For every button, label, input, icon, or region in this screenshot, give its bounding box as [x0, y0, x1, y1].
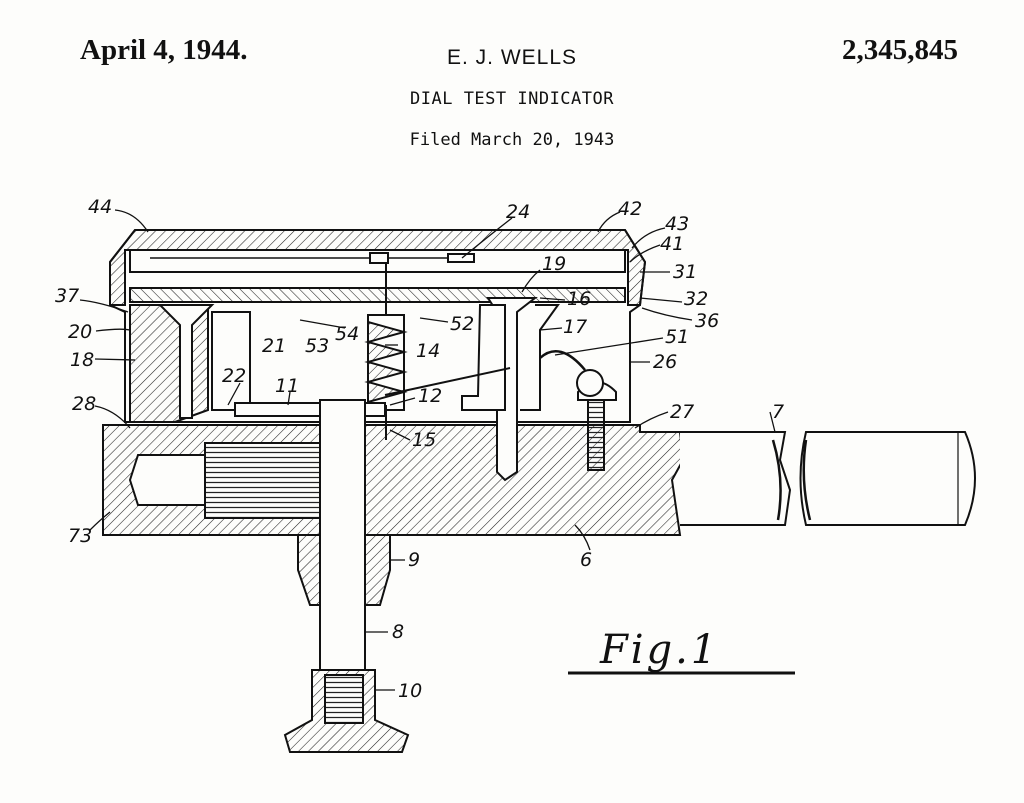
- post-17: [461, 304, 506, 411]
- bore-left: [128, 454, 206, 506]
- ref-8: 8: [392, 621, 404, 643]
- ref-10: 10: [398, 680, 422, 702]
- ref-9: 9: [408, 549, 420, 571]
- ref-16: 16: [567, 288, 591, 310]
- ref-53: 53: [305, 335, 329, 357]
- ref-42: 42: [618, 198, 642, 220]
- ref-6: 6: [580, 549, 592, 571]
- invention-title: DIAL TEST INDICATOR: [410, 89, 614, 109]
- spring-51: [539, 350, 586, 371]
- spring-loop: [576, 369, 604, 397]
- leader-lines: [79, 209, 776, 691]
- ref-19: 19: [542, 253, 566, 275]
- ref-12: 12: [418, 385, 442, 407]
- ref-21: 21: [262, 335, 286, 357]
- collar-9: [297, 534, 321, 606]
- ref-51: 51: [665, 326, 689, 348]
- ref-11: 11: [275, 375, 299, 397]
- ref-73: 73: [68, 525, 92, 547]
- reference-numerals: 44 24 42 43 41 31 19 37 16 32 36 20 21 5…: [55, 196, 784, 702]
- ref-41: 41: [660, 233, 684, 255]
- ref-17: 17: [563, 316, 587, 338]
- ref-32: 32: [684, 288, 708, 310]
- ref-28: 28: [72, 393, 96, 415]
- figure-label: Fig.1: [599, 627, 719, 673]
- ref-24: 24: [506, 201, 530, 223]
- indicator-cross-section: [102, 229, 976, 753]
- ref-36: 36: [695, 310, 719, 332]
- left-block: [129, 304, 209, 423]
- filing-date: Filed March 20, 1943: [409, 130, 615, 150]
- ref-14: 14: [416, 340, 440, 362]
- ref-7: 7: [772, 401, 784, 423]
- ref-20: 20: [68, 321, 92, 343]
- inventor-name: E. J. WELLS: [446, 46, 578, 69]
- patent-number: 2,345,845: [842, 34, 958, 66]
- bracket-21: [211, 311, 251, 411]
- ref-22: 22: [222, 365, 246, 387]
- screw-left: [157, 304, 215, 419]
- ref-44: 44: [88, 196, 112, 218]
- patent-date: April 4, 1944.: [80, 34, 248, 66]
- ref-31: 31: [673, 261, 697, 283]
- dial-plate: [129, 287, 626, 303]
- ref-15: 15: [412, 429, 436, 451]
- rod-stub: [680, 431, 792, 526]
- ref-37: 37: [55, 285, 79, 307]
- ref-18: 18: [70, 349, 94, 371]
- plunger-8: [319, 399, 366, 671]
- ref-54: 54: [335, 323, 359, 345]
- lever-arm-12: [384, 367, 511, 396]
- rod-section: [799, 431, 976, 526]
- ref-27: 27: [670, 401, 694, 423]
- bezel: [109, 229, 647, 306]
- ref-52: 52: [450, 313, 474, 335]
- ref-43: 43: [665, 213, 689, 235]
- ref-26: 26: [653, 351, 677, 373]
